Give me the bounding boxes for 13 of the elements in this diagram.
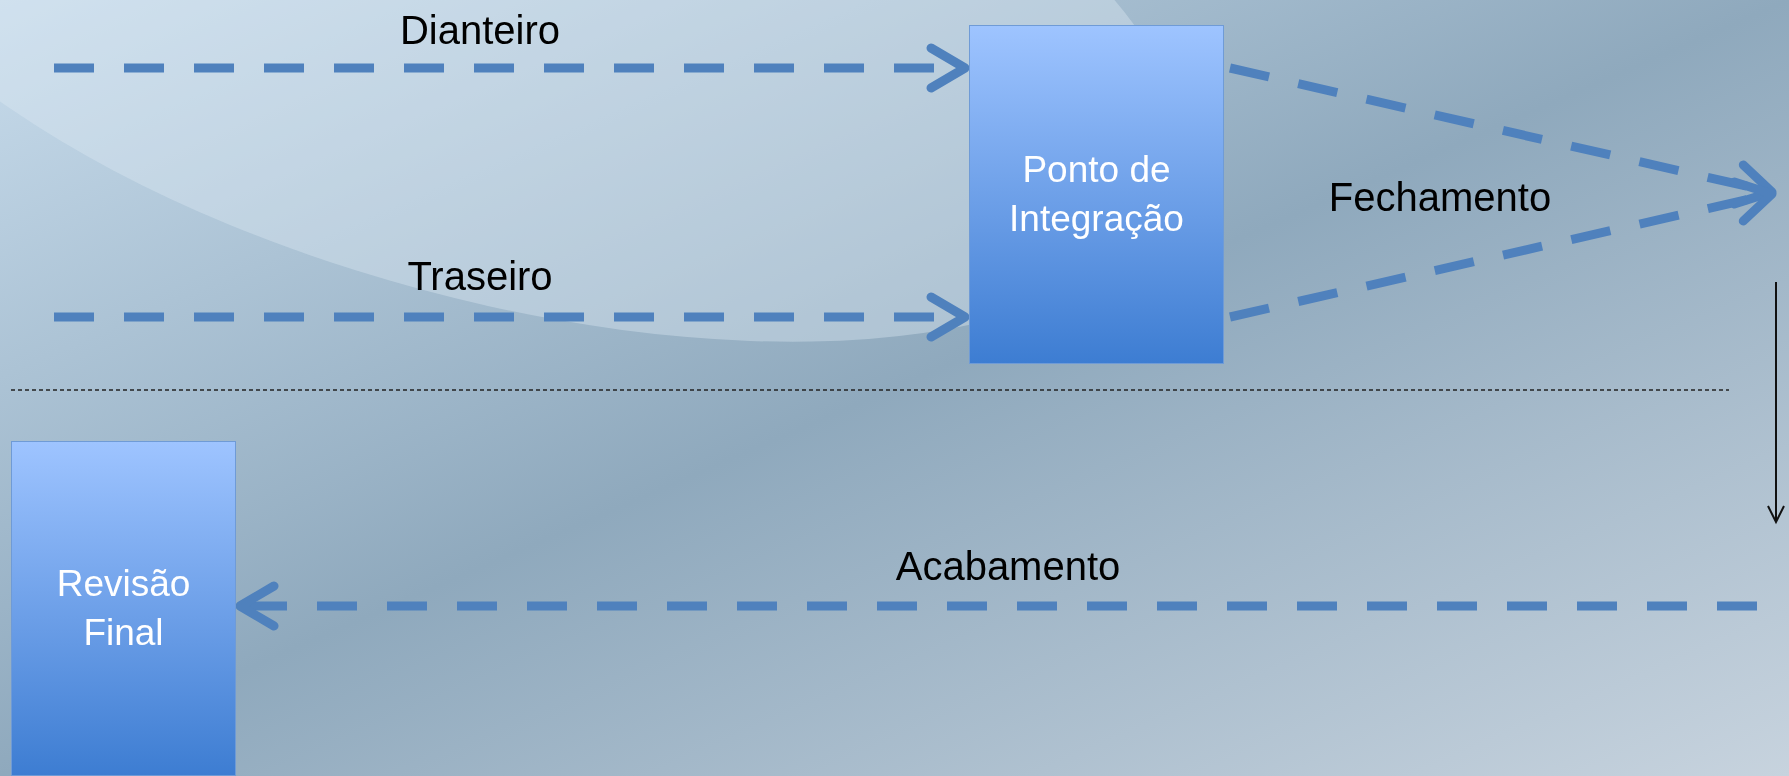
edge-label: Acabamento bbox=[895, 546, 1121, 586]
box-text: Ponto de Integração bbox=[1008, 148, 1185, 241]
dashed-arrow bbox=[54, 43, 970, 93]
dashed-arrow bbox=[1229, 177, 1777, 322]
dashed-arrow bbox=[54, 292, 970, 342]
box-text: Revisão Final bbox=[55, 562, 192, 655]
edge-label: Traseiro bbox=[407, 256, 553, 296]
process-box bbox=[11, 441, 236, 776]
text-label: Fechamento bbox=[1328, 177, 1552, 217]
dashed-arrow bbox=[1229, 63, 1777, 209]
process-box bbox=[969, 25, 1224, 364]
edge-label: Dianteiro bbox=[399, 10, 561, 50]
dashed-arrow bbox=[235, 581, 1757, 631]
